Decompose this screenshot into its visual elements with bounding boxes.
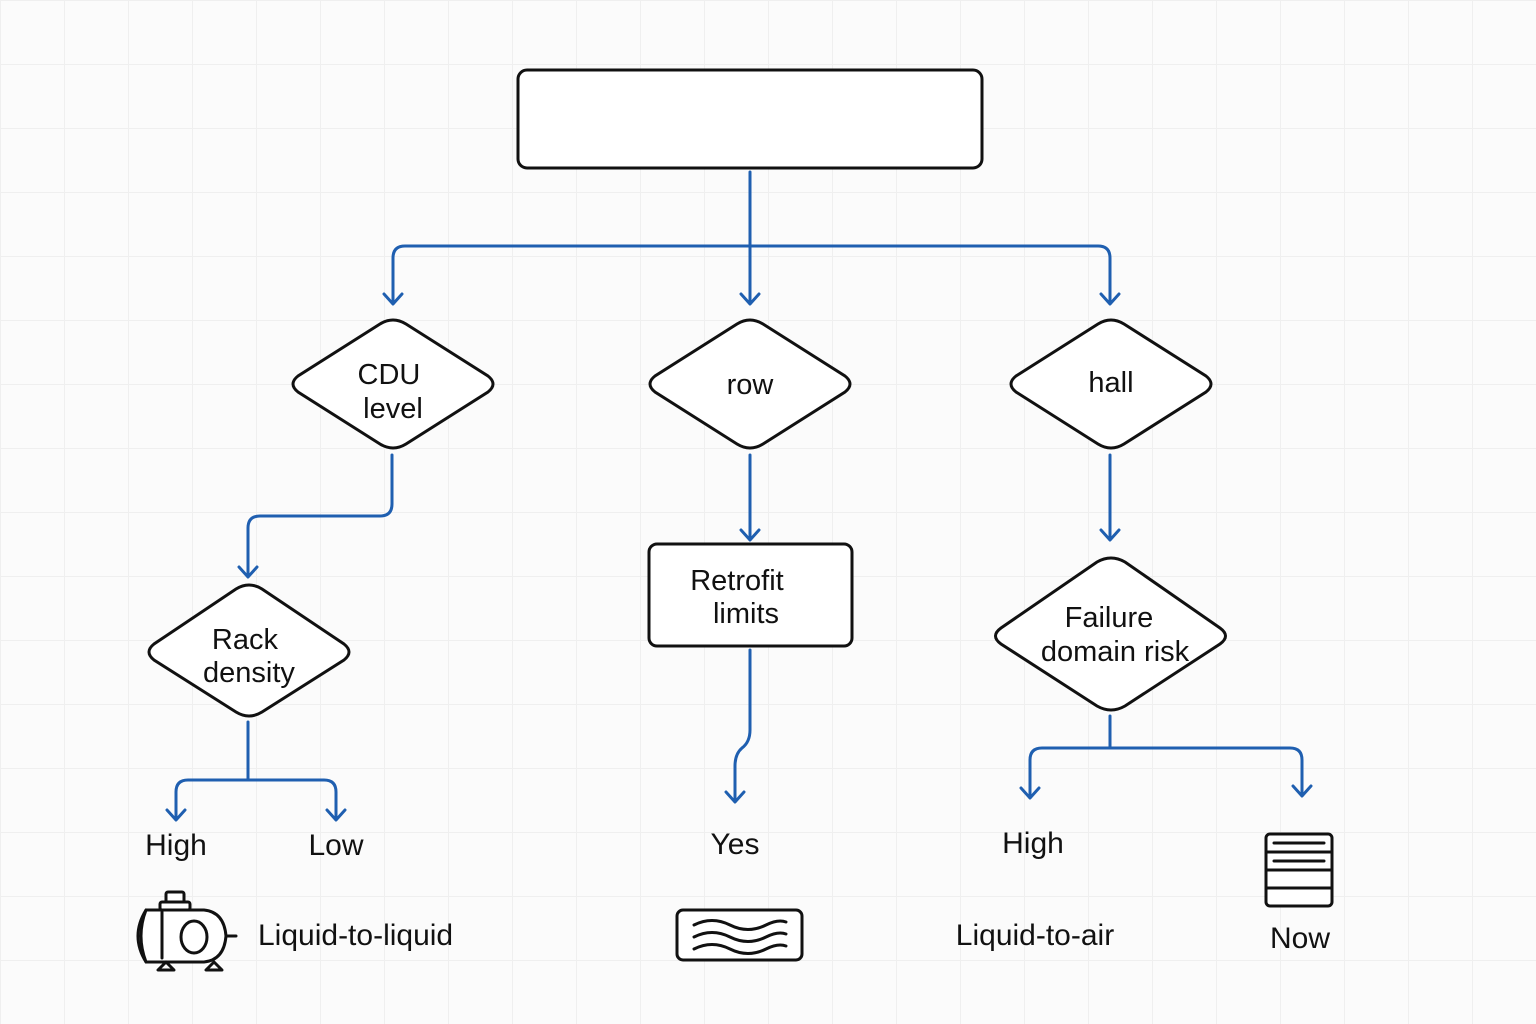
arrowhead-high-left — [165, 808, 187, 822]
arrowhead-retrofit — [739, 528, 761, 542]
decision-hall-label: hall — [1088, 367, 1133, 399]
server-rack-icon — [1264, 832, 1334, 908]
decision-cdu-level-label: CDU level — [358, 359, 429, 425]
process-retrofit-limits: Retrofit limits — [647, 542, 854, 648]
arrowhead-now — [1291, 784, 1313, 798]
connectors — [174, 170, 1304, 820]
decision-row: row — [648, 318, 852, 450]
pump-icon — [136, 890, 238, 972]
leaf-labels: High Low Yes High Liquid-to-liquid Liqui… — [145, 827, 1330, 955]
decision-hall: hall — [1009, 318, 1213, 450]
leaf-yes: Yes — [711, 828, 760, 861]
root-node — [516, 68, 984, 170]
leaf-high-left: High — [145, 829, 207, 862]
connector-retrofit-to-yes — [733, 648, 752, 802]
connector-failure-to-high-now — [1028, 714, 1304, 798]
arrowheads — [165, 292, 1313, 822]
decision-rack-density: Rack density — [147, 583, 351, 718]
heat-exchanger-icon — [675, 908, 804, 962]
connector-cdu-to-rack — [246, 453, 394, 577]
leaf-low: Low — [308, 829, 363, 862]
leaf-now: Now — [1270, 922, 1330, 955]
connector-root-branches — [391, 244, 1112, 304]
arrowhead-rack — [237, 565, 259, 579]
arrowhead-row — [739, 292, 761, 306]
arrowhead-cdu — [382, 292, 404, 306]
arrowhead-hall — [1099, 292, 1121, 306]
arrowhead-failure — [1099, 528, 1121, 542]
decision-cdu-level: CDU level — [291, 318, 495, 450]
decision-rack-density-label: Rack density — [203, 624, 295, 689]
leaf-liquid-to-liquid: Liquid-to-liquid — [258, 919, 453, 952]
decision-row-label: row — [727, 369, 775, 401]
arrowhead-yes — [724, 790, 746, 804]
leaf-liquid-to-air: Liquid-to-air — [956, 919, 1114, 952]
decision-failure-domain-risk-label: Failure domain risk — [1041, 602, 1190, 668]
process-retrofit-limits-label: Retrofit limits — [690, 565, 792, 630]
arrowhead-high-right — [1019, 786, 1041, 800]
decision-failure-domain-risk: Failure domain risk — [994, 556, 1227, 712]
connector-rack-to-high-low — [174, 720, 338, 820]
arrowhead-low — [325, 808, 347, 822]
leaf-high-right: High — [1002, 827, 1064, 860]
